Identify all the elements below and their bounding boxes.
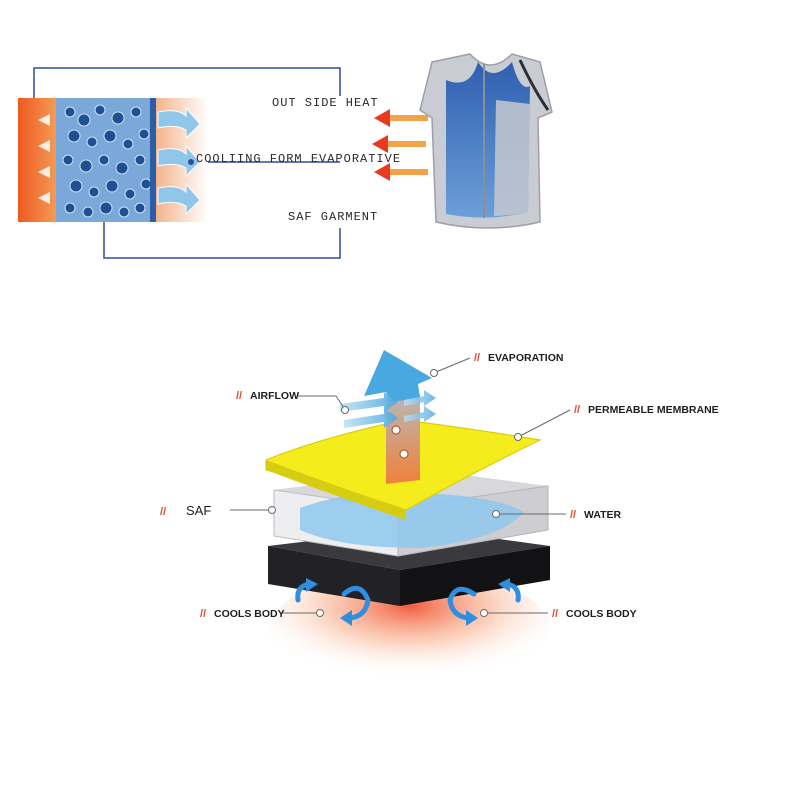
cools-body-left-label: COOLS BODY: [214, 608, 285, 620]
airflow-label: AIRFLOW: [250, 390, 299, 402]
marker: //: [474, 352, 480, 364]
outside-heat-label: OUT SIDE HEAT: [272, 96, 379, 110]
saf-garment-label: SAF GARMENT: [288, 210, 378, 224]
saf-label: SAF: [186, 503, 211, 518]
label-cools-body-left: // COOLS BODY: [200, 608, 285, 620]
marker: //: [236, 390, 242, 402]
cooling-label: COOLIING FORM EVAPORATIVE: [196, 152, 401, 166]
evaporation-arrow: [364, 350, 432, 402]
permeable-membrane-label: PERMEABLE MEMBRANE: [588, 404, 719, 416]
marker: //: [200, 608, 206, 620]
vest-heat-arrows: [372, 109, 428, 181]
marker: //: [570, 509, 576, 521]
label-water: // WATER: [570, 509, 622, 521]
marker: //: [574, 404, 580, 416]
cooling-vest: [420, 54, 552, 228]
cools-body-right-label: COOLS BODY: [566, 608, 637, 620]
label-permeable-membrane: // PERMEABLE MEMBRANE: [574, 404, 719, 416]
saf-layer-edge: [150, 98, 156, 222]
label-cools-body-right: // COOLS BODY: [552, 608, 637, 620]
outside-heat-layer: [18, 98, 56, 222]
label-airflow: // AIRFLOW: [236, 390, 299, 402]
label-saf: // SAF: [160, 503, 211, 518]
connector-dot: [188, 159, 194, 165]
marker: //: [552, 608, 558, 620]
label-evaporation: // EVAPORATION: [474, 352, 563, 364]
vapor-pillar: [386, 394, 420, 484]
top-diagram: OUT SIDE HEAT COOLIING FORM EVAPORATIVE …: [18, 54, 552, 258]
evaporation-label: EVAPORATION: [488, 352, 563, 364]
marker: //: [160, 506, 166, 518]
water-label: WATER: [584, 509, 622, 521]
bottom-diagram: // EVAPORATION // AIRFLOW // PERMEABLE M…: [160, 350, 719, 690]
connector-line-bottom: [104, 222, 340, 258]
